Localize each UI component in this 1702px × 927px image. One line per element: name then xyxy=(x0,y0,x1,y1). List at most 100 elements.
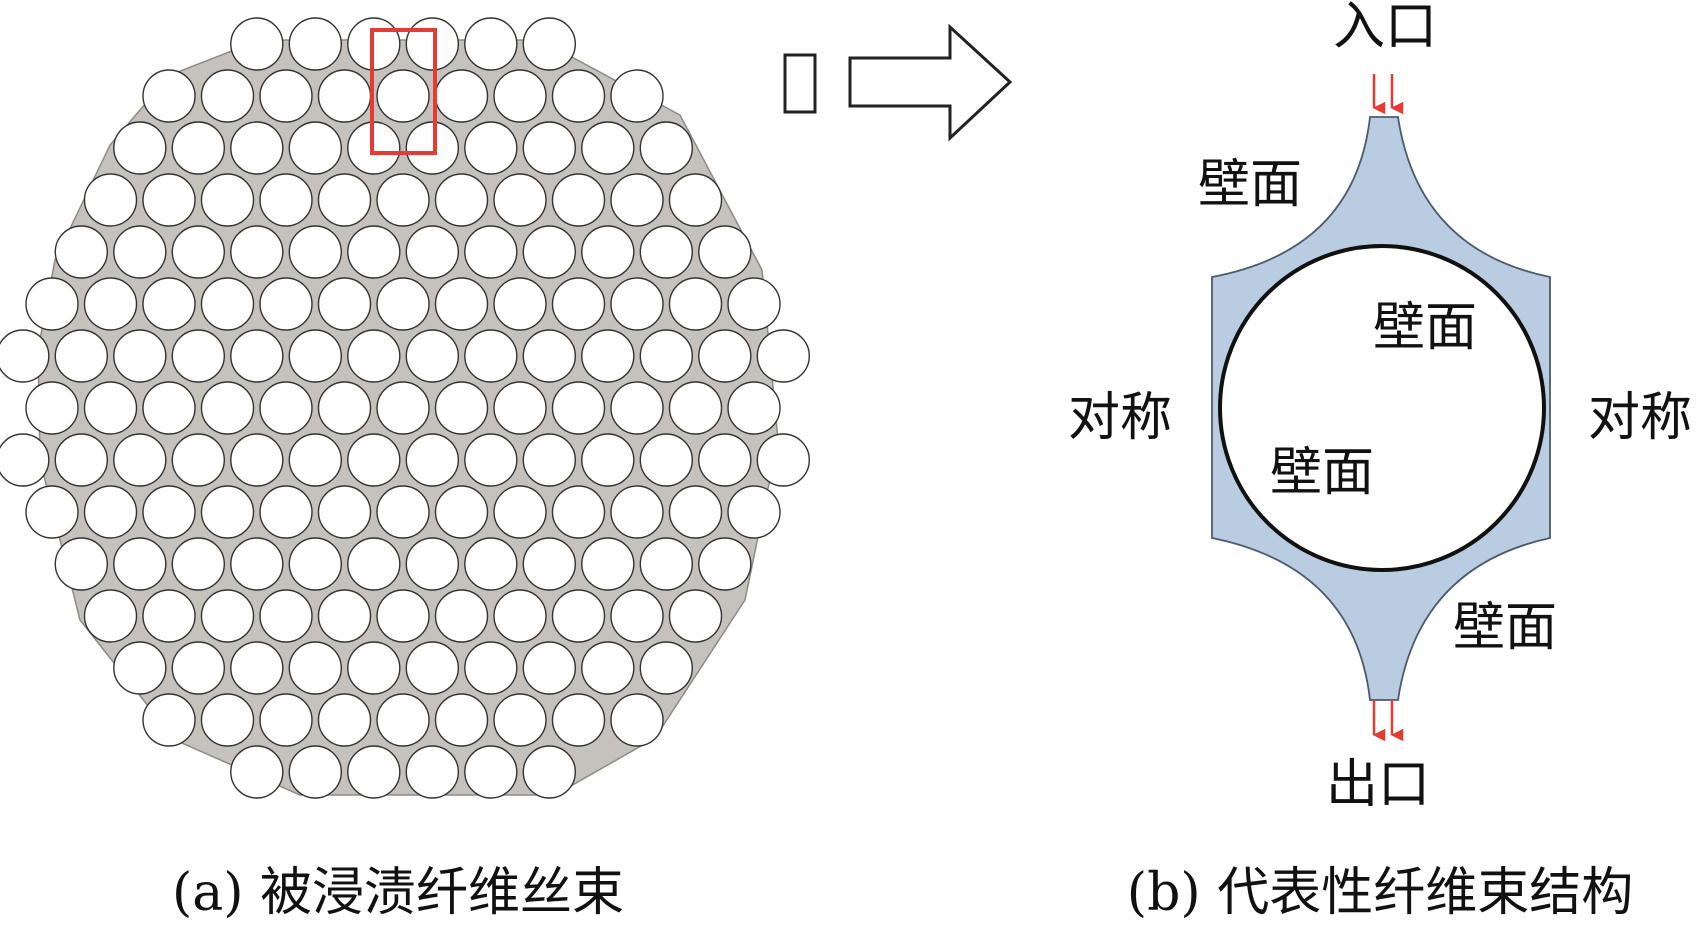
fiber-circle xyxy=(171,329,226,383)
fiber-circle xyxy=(639,641,693,695)
fiber-circle xyxy=(259,173,313,227)
fiber-circle xyxy=(83,277,138,331)
fiber-circle xyxy=(200,485,255,539)
fiber-circle xyxy=(668,277,723,331)
fiber-circle xyxy=(347,433,401,487)
fiber-circle xyxy=(347,329,401,383)
inlet-label: 入口 xyxy=(1333,0,1437,57)
wall-label-inner-bottom: 壁面 xyxy=(1270,443,1374,503)
fiber-circle xyxy=(551,381,606,435)
fiber-circle xyxy=(405,225,459,279)
fiber-circle xyxy=(522,537,576,591)
fiber-circle xyxy=(464,433,518,487)
fiber-circle xyxy=(434,693,489,747)
fiber-circle xyxy=(259,693,313,747)
symmetry-label-left: 对称 xyxy=(1068,388,1172,448)
fiber-circle xyxy=(200,69,255,123)
fiber-circle xyxy=(113,537,167,591)
fiber-circle xyxy=(551,485,606,539)
fiber-circle xyxy=(756,433,810,487)
fiber-circle xyxy=(230,121,284,175)
fiber-circle xyxy=(230,433,284,487)
fiber-circle xyxy=(405,121,459,175)
fiber-circle xyxy=(522,121,576,175)
fiber-circle xyxy=(493,485,547,539)
fiber-circle xyxy=(376,693,430,747)
panel-a xyxy=(0,17,810,799)
fiber-circle xyxy=(376,173,430,227)
hollow-right-arrow xyxy=(848,23,1013,142)
fiber-circle xyxy=(493,173,547,227)
fiber-circle xyxy=(113,225,167,279)
fiber-circle xyxy=(259,69,313,123)
fiber-circle xyxy=(522,745,576,799)
fiber-circle xyxy=(610,277,664,331)
fiber-circle xyxy=(288,121,342,175)
fiber-cross-sections xyxy=(0,17,810,799)
fiber-circle xyxy=(405,745,459,799)
fiber-circle xyxy=(551,589,606,643)
wall-label-top-left: 壁面 xyxy=(1198,155,1302,215)
fiber-circle xyxy=(288,537,342,591)
fiber-circle xyxy=(581,433,635,487)
fiber-circle xyxy=(142,693,196,747)
transition-arrow xyxy=(783,23,1013,142)
fiber-circle xyxy=(54,433,109,487)
fiber-circle xyxy=(259,381,313,435)
fiber-circle xyxy=(142,485,196,539)
fiber-circle xyxy=(317,381,372,435)
fiber-circle xyxy=(434,381,489,435)
fiber-circle xyxy=(639,433,693,487)
fiber-circle xyxy=(610,589,664,643)
fiber-circle xyxy=(405,329,459,383)
fiber-circle xyxy=(434,589,489,643)
fiber-circle xyxy=(200,173,255,227)
fiber-circle xyxy=(493,69,547,123)
fiber-circle xyxy=(288,17,342,71)
fiber-circle xyxy=(230,745,284,799)
fiber-circle xyxy=(83,173,138,227)
fiber-circle xyxy=(25,277,79,331)
fiber-circle xyxy=(25,381,79,435)
fiber-circle xyxy=(610,485,664,539)
fiber-circle xyxy=(522,17,576,71)
fiber-circle xyxy=(405,537,459,591)
fiber-circle xyxy=(113,433,167,487)
fiber-circle xyxy=(317,485,372,539)
wall-label-inner-top: 壁面 xyxy=(1373,298,1477,358)
fiber-circle xyxy=(288,433,342,487)
fiber-circle xyxy=(434,173,489,227)
fiber-circle xyxy=(668,589,723,643)
fiber-circle xyxy=(464,641,518,695)
fiber-circle xyxy=(25,485,79,539)
fiber-circle xyxy=(142,277,196,331)
fiber-circle xyxy=(230,225,284,279)
fiber-circle xyxy=(581,537,635,591)
fiber-circle xyxy=(639,121,693,175)
fiber-circle xyxy=(639,329,693,383)
fiber-circle xyxy=(259,277,313,331)
fiber-circle xyxy=(464,329,518,383)
fiber-circle xyxy=(54,329,109,383)
fiber-circle xyxy=(464,121,518,175)
fiber-circle xyxy=(171,225,226,279)
fiber-circle xyxy=(54,225,109,279)
fiber-circle xyxy=(171,641,226,695)
panel-b: 入口 出口 壁面 壁面 壁面 壁面 对称 对称 xyxy=(1068,0,1692,815)
fiber-circle xyxy=(464,225,518,279)
fiber-circle xyxy=(581,121,635,175)
fiber-circle xyxy=(317,589,372,643)
fiber-circle xyxy=(171,433,226,487)
fiber-wall-circle xyxy=(1218,244,1546,572)
fiber-circle xyxy=(756,329,810,383)
fiber-circle xyxy=(464,537,518,591)
fiber-circle xyxy=(230,641,284,695)
fiber-circle xyxy=(376,485,430,539)
fiber-circle xyxy=(171,121,226,175)
fiber-circle xyxy=(522,225,576,279)
cell-thumbnail xyxy=(783,53,817,114)
fiber-circle xyxy=(230,17,284,71)
fiber-circle xyxy=(317,277,372,331)
fiber-circle xyxy=(698,537,752,591)
